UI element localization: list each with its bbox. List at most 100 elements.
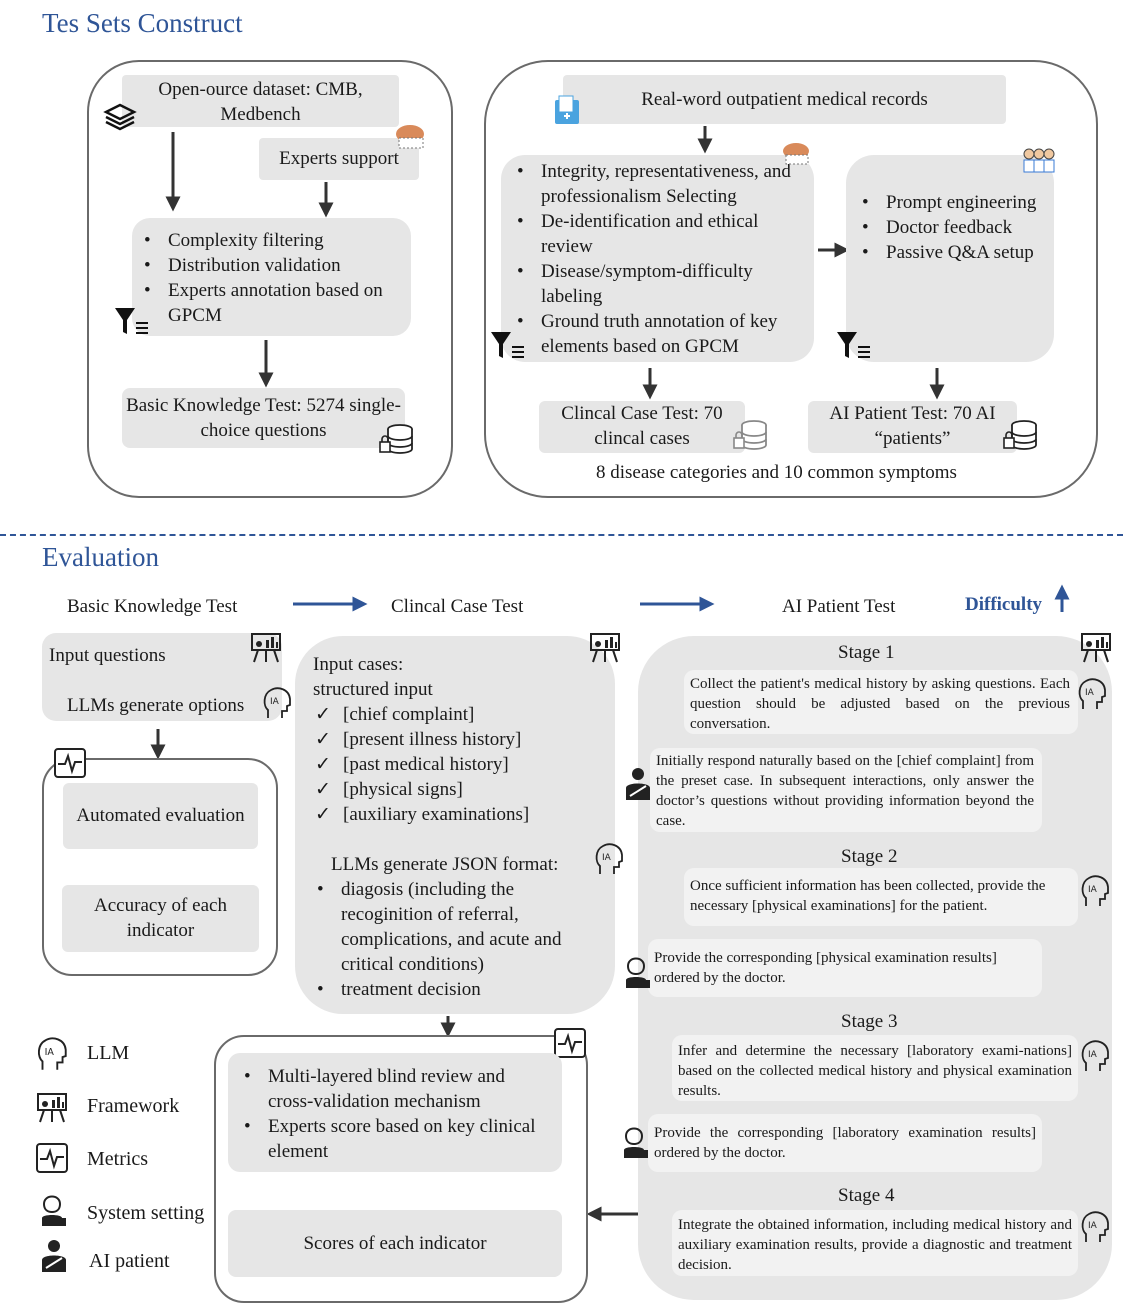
flow-arrows-right [642, 126, 945, 400]
section-divider [0, 534, 1123, 536]
difficulty-label: Difficulty [965, 594, 1043, 615]
selection-step-item: Disease/symptom-difficulty labeling [517, 259, 810, 309]
review-item: Multi-layered blind review and cross-val… [244, 1064, 554, 1114]
selection-step-item: Ground truth annotation of key elements … [517, 309, 810, 359]
input-case-item: [auxiliary examinations] [315, 802, 605, 827]
selection-step-item: De-identification and ethical review [517, 209, 810, 259]
stage-1-patient-text: Initially respond naturally based on the… [656, 753, 1034, 829]
stage-2-title: Stage 2 [841, 846, 898, 867]
database-lock-icon [733, 420, 767, 450]
accuracy-label: Accuracy of each indicator [94, 895, 227, 941]
llm-head-icon: IA [1081, 1211, 1109, 1242]
legend-metrics-label: Metrics [87, 1148, 149, 1170]
open-source-dataset-label: Open-ource dataset: CMB, Medbench [158, 79, 363, 125]
ai-patient-icon [626, 768, 650, 800]
experts-hand-icon [783, 143, 809, 165]
llm-head-icon: IA [595, 843, 623, 874]
section-title-construct: Tes Sets Construct [42, 8, 243, 38]
input-case-item: [physical signs] [315, 777, 605, 802]
json-output-item: treatment decision [317, 977, 605, 1002]
real-world-records-box: Real-word outpatient medical records [563, 75, 1006, 124]
selection-steps-box: Integrity, representativeness, and profe… [501, 155, 814, 362]
json-output-item: diagosis (including the recoginition of … [317, 877, 605, 977]
filtering-box: Complexity filtering Distribution valida… [132, 218, 411, 336]
svg-text:IA: IA [1088, 885, 1098, 895]
legend-llm-icon: IA [37, 1037, 67, 1070]
basic-knowledge-result-label: Basic Knowledge Test: 5274 single-choice… [126, 395, 401, 441]
dataset-stack-icon [103, 103, 137, 131]
ai-patient-result-box: AI Patient Test: 70 AI “patients” [808, 401, 1017, 453]
stage-1-llm-text: Collect the patient's medical history by… [690, 676, 1070, 732]
clinical-case-result-label: Clincal Case Test: 70 clincal cases [561, 403, 723, 449]
stage-3-llm-text: Infer and determine the necessary [labor… [678, 1043, 1072, 1099]
stage-3-title: Stage 3 [841, 1011, 898, 1032]
doctors-group-icon [1023, 148, 1055, 173]
svg-text:IA: IA [602, 853, 612, 863]
json-format-title: LLMs generate JSON format: [331, 854, 559, 875]
database-lock-icon [379, 424, 413, 454]
input-questions-label: Input questions [49, 645, 166, 666]
clinical-input-box: Input cases: structured input [chief com… [295, 636, 615, 1014]
database-lock-icon [1003, 420, 1037, 450]
blind-review-box: Multi-layered blind review and cross-val… [228, 1053, 562, 1172]
stage-2-llm-box: Once sufficient information has been col… [684, 868, 1078, 926]
input-case-item: [present illness history] [315, 727, 605, 752]
review-item: Experts score based on key clinical elem… [244, 1114, 554, 1164]
prompt-item: Prompt engineering [862, 190, 1050, 215]
automated-evaluation-box: Automated evaluation [63, 783, 258, 849]
filter-icon [837, 332, 870, 358]
stage-1-patient-box: Initially respond naturally based on the… [650, 748, 1042, 832]
svg-text:IA: IA [270, 697, 280, 707]
prompt-item: Doctor feedback [862, 215, 1050, 240]
clinical-case-result-box: Clincal Case Test: 70 clincal cases [539, 401, 745, 453]
selection-step-item: Integrity, representativeness, and profe… [517, 159, 810, 209]
svg-text:IA: IA [1088, 1221, 1098, 1231]
stage-3-system-text: Provide the corresponding [laboratory ex… [654, 1125, 1036, 1161]
stage-4-llm-box: Integrate the obtained information, incl… [672, 1210, 1078, 1276]
filter-icon [491, 332, 524, 358]
basic-knowledge-result-box: Basic Knowledge Test: 5274 single-choice… [122, 388, 405, 448]
scores-label: Scores of each indicator [303, 1233, 487, 1254]
real-world-records-label: Real-word outpatient medical records [641, 89, 928, 110]
experts-support-label: Experts support [279, 148, 399, 169]
llm-head-icon: IA [1081, 875, 1109, 906]
stage-4-title: Stage 4 [838, 1185, 895, 1206]
system-setting-icon [626, 957, 650, 988]
stage-4-llm-text: Integrate the obtained information, incl… [678, 1217, 1072, 1273]
stage-2-system-text: Provide the corresponding [physical exam… [654, 950, 997, 986]
llm-generate-options-label: LLMs generate options [67, 695, 245, 716]
prompt-engineering-box: Prompt engineering Doctor feedback Passi… [846, 155, 1054, 362]
metrics-icon [554, 1028, 586, 1058]
input-cases-title: Input cases: [313, 654, 404, 675]
filter-icon [115, 308, 148, 334]
filter-item: Complexity filtering [144, 228, 405, 253]
stage-2-system-box: Provide the corresponding [physical exam… [648, 939, 1042, 997]
header-basic-knowledge: Basic Knowledge Test [67, 596, 238, 617]
legend-framework-label: Framework [87, 1095, 180, 1117]
legend-framework-icon [37, 1093, 67, 1123]
framework-icon [251, 633, 281, 663]
svg-text:IA: IA [1088, 1050, 1098, 1060]
ai-patient-result-label: AI Patient Test: 70 AI “patients” [829, 403, 996, 449]
llm-head-icon: IA [1081, 1040, 1109, 1071]
open-source-dataset-box: Open-ource dataset: CMB, Medbench [122, 75, 399, 127]
legend-ai-patient-icon [42, 1240, 66, 1272]
experts-hand-icon [396, 125, 424, 149]
disease-categories-note: 8 disease categories and 10 common sympt… [596, 462, 957, 483]
framework-icon [590, 633, 620, 663]
experts-support-box: Experts support [259, 138, 419, 180]
filter-item: Experts annotation based on GPCM [144, 278, 405, 328]
scores-box: Scores of each indicator [228, 1210, 562, 1277]
legend-system-setting-icon [42, 1195, 66, 1226]
legend-ai-patient-label: AI patient [89, 1250, 170, 1272]
prompt-item: Passive Q&A setup [862, 240, 1050, 265]
medical-record-icon [555, 95, 579, 124]
svg-text:IA: IA [45, 1047, 55, 1058]
filter-item: Distribution validation [144, 253, 405, 278]
framework-icon [1081, 633, 1111, 663]
input-case-item: [chief complaint] [315, 702, 605, 727]
legend-llm-label: LLM [87, 1042, 130, 1064]
input-case-item: [past medical history] [315, 752, 605, 777]
stage-1-llm-box: Collect the patient's medical history by… [684, 670, 1078, 734]
svg-text:IA: IA [1085, 688, 1095, 698]
